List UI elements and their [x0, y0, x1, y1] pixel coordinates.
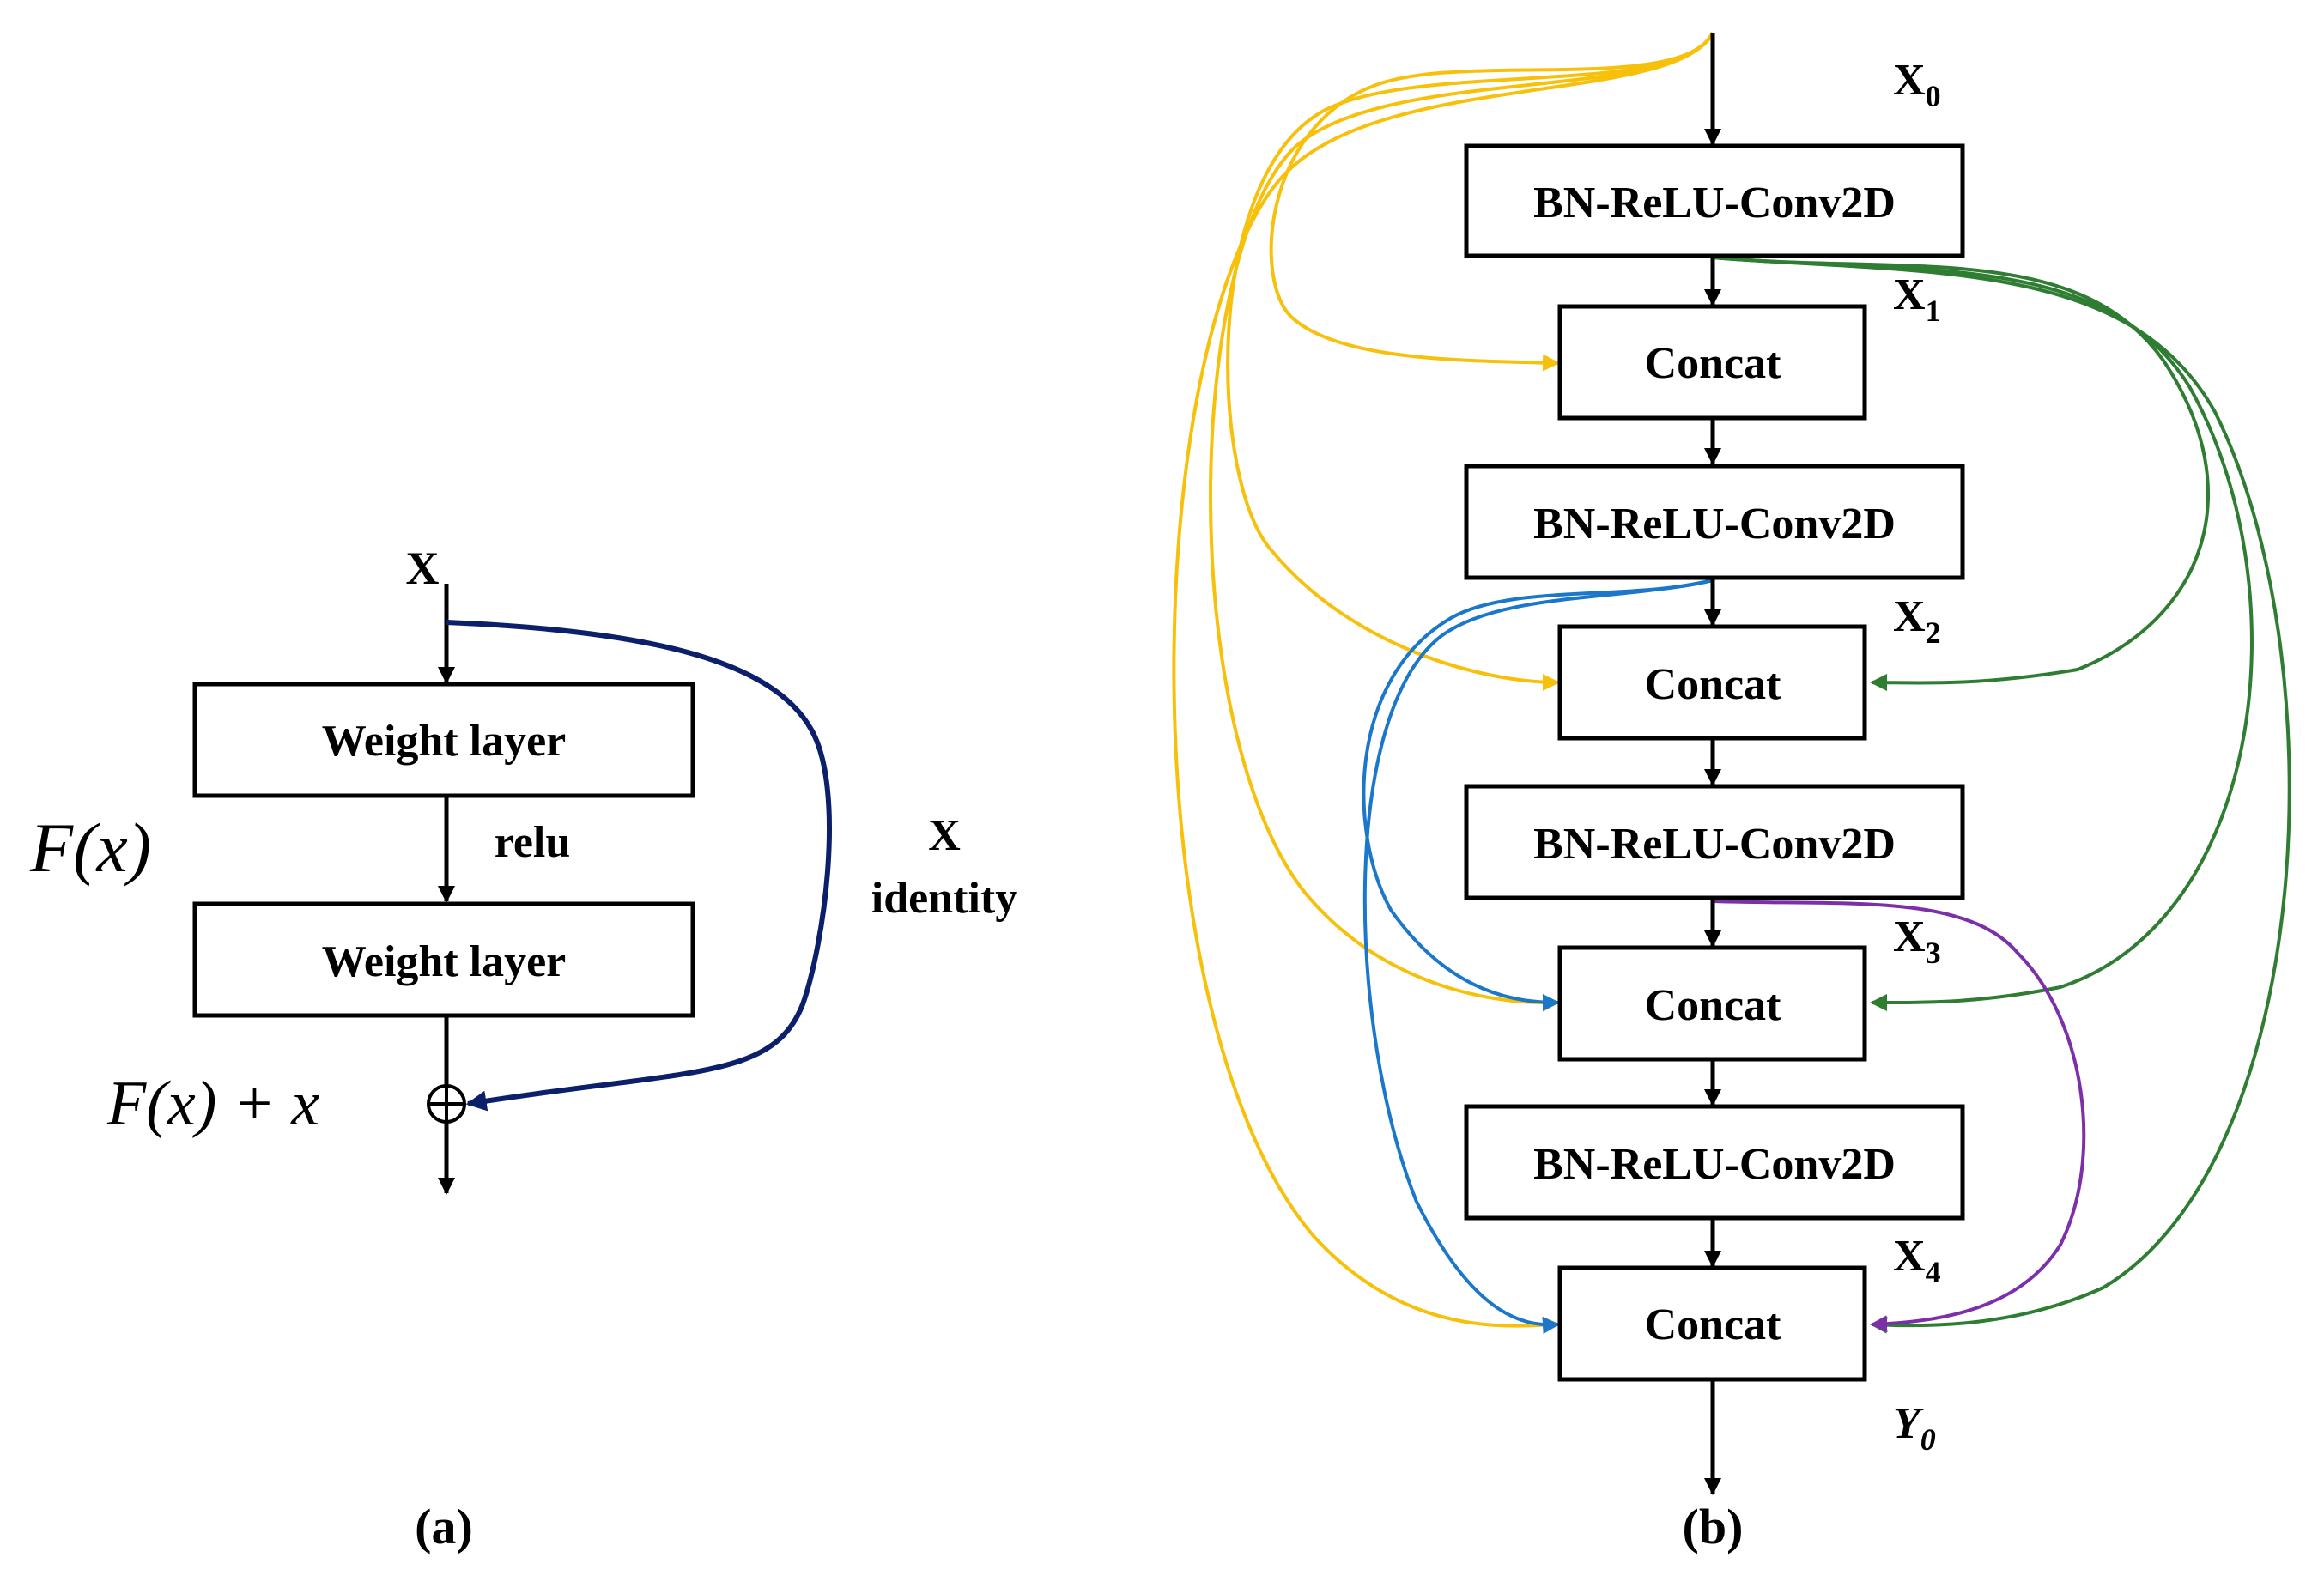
a-weight-layer-1-box [192, 682, 695, 798]
b-concat-1-label: Concat [1645, 339, 1782, 388]
blue-skip-x2-to-concat-4 [1362, 579, 1714, 1335]
b-concat-3-box [1557, 945, 1867, 1062]
blue-skip-connections [1362, 579, 1714, 1335]
a-sum-label: F(x) + x [106, 1069, 319, 1139]
green-skip-x1-to-concat-4 [1712, 256, 2291, 1334]
a-weight-layer-2-label: Weight layer [322, 937, 567, 986]
a-weight-layer-2-box [192, 901, 695, 1018]
b-conv-4-label: BN-ReLU-Conv2D [1533, 1140, 1896, 1189]
b-conv-2-label: BN-ReLU-Conv2D [1533, 500, 1896, 549]
a-skip-x-label: X [928, 811, 961, 860]
yellow-skip-x0-to-concat-1 [1269, 32, 1714, 372]
purple-skip-x3-to-concat-4 [1712, 900, 2086, 1333]
a-fx-label: F(x) [29, 809, 151, 887]
b-conv-4-box [1464, 1104, 1965, 1221]
green-skip-connections [1712, 256, 2291, 1334]
yellow-skip-x0-to-concat-2 [1226, 32, 1714, 691]
a-weight-layer-1-label: Weight layer [322, 717, 567, 766]
a-identity-skip-arrow [446, 620, 832, 1112]
b-x4-label: X4 [1893, 1232, 1941, 1289]
b-conv-2-box [1464, 464, 1965, 580]
panel-a: X Weight layer relu F(x) Weight layer F(… [29, 542, 1017, 1555]
a-relu-label: relu [495, 818, 571, 867]
a-sum-operator [427, 1084, 466, 1124]
b-concat-4-label: Concat [1645, 1300, 1782, 1349]
b-conv-3-label: BN-ReLU-Conv2D [1533, 820, 1896, 869]
b-x2-label: X2 [1893, 592, 1941, 650]
b-concat-4-box [1557, 1265, 1867, 1382]
a-identity-label: identity [871, 874, 1017, 923]
b-y0-label: Y0 [1893, 1399, 1936, 1457]
panel-b: BN-ReLU-Conv2D Concat BN-ReLU-Conv2D Con… [1172, 32, 2291, 1555]
yellow-skip-connections [1172, 32, 1714, 1334]
b-concat-2-label: Concat [1645, 660, 1782, 709]
a-caption: (a) [415, 1499, 473, 1555]
b-conv-1-label: BN-ReLU-Conv2D [1533, 179, 1896, 227]
green-skip-x1-to-concat-3 [1712, 256, 2254, 1012]
yellow-skip-x0-to-concat-3 [1209, 32, 1714, 1012]
b-concat-1-box [1557, 304, 1867, 421]
b-concat-3-label: Concat [1645, 981, 1782, 1030]
a-input-label: X [406, 542, 440, 594]
b-conv-1-box [1464, 143, 1965, 258]
green-skip-x1-to-concat-2 [1712, 256, 2211, 692]
b-conv-3-box [1464, 784, 1965, 900]
blue-skip-x2-to-concat-3 [1362, 579, 1714, 1011]
yellow-skip-x0-to-concat-4 [1172, 32, 1714, 1334]
b-caption: (b) [1683, 1499, 1744, 1555]
b-x0-label: X0 [1893, 56, 1941, 113]
b-concat-2-box [1557, 624, 1867, 741]
b-x1-label: X1 [1893, 270, 1941, 328]
b-x3-label: X3 [1893, 912, 1941, 970]
